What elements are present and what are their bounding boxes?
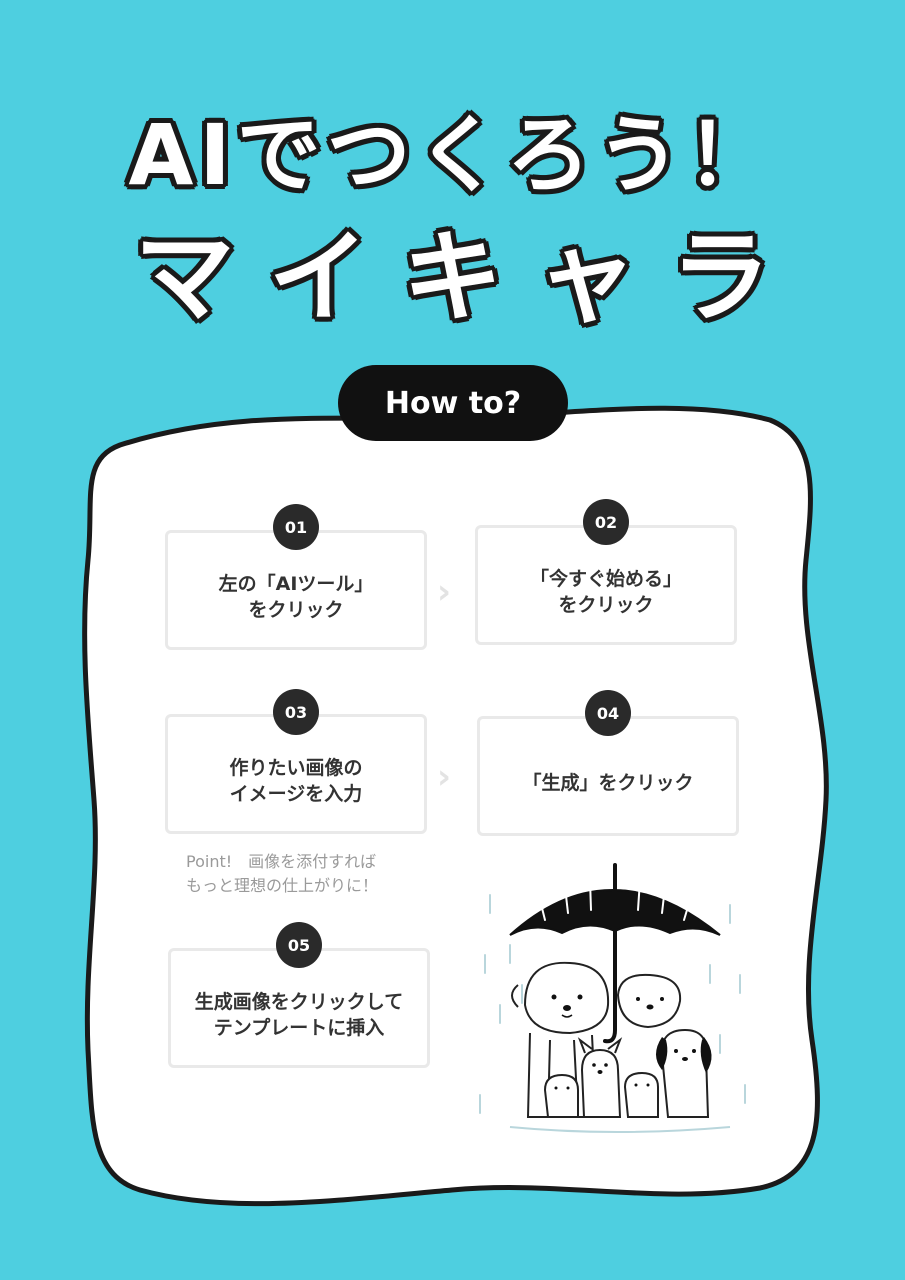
- step-4-card: 「生成」をクリック: [477, 716, 739, 836]
- step-4-badge: 04: [585, 690, 631, 736]
- step-3-text: 作りたい画像の イメージを入力: [229, 757, 363, 805]
- chevron-right-icon: ›: [437, 757, 452, 797]
- step-3-badge: 03: [273, 689, 319, 735]
- step-4-text: 「生成」をクリック: [522, 772, 694, 794]
- step-5-card: 生成画像をクリックして テンプレートに挿入: [168, 948, 430, 1068]
- dogs-under-umbrella-icon: [479, 863, 746, 1133]
- step-2-text: 「今すぐ始める」 をクリック: [529, 568, 682, 616]
- chevron-right-icon: ›: [437, 572, 452, 612]
- step-1-card: 左の「AIツール」 をクリック: [165, 530, 427, 650]
- step-5-text: 生成画像をクリックして テンプレートに挿入: [194, 991, 404, 1039]
- step-5-badge: 05: [276, 922, 322, 968]
- title-line-1: AIでつくろう！: [128, 106, 777, 204]
- step-1-badge: 01: [273, 504, 319, 550]
- step-2-card: 「今すぐ始める」 をクリック: [475, 525, 737, 645]
- point-note: Point! 画像を添付すれば もっと理想の仕上がりに！: [186, 852, 379, 895]
- step-2-badge: 02: [583, 499, 629, 545]
- howto-label: How to?: [338, 365, 568, 441]
- step-1-text: 左の「AIツール」 をクリック: [218, 573, 374, 621]
- title-line-2: マイキャラ: [134, 219, 805, 336]
